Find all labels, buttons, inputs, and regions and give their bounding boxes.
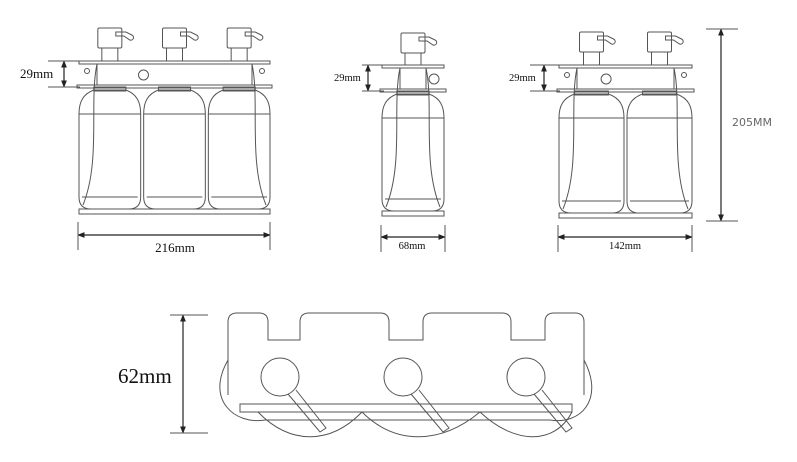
pump-stem [404, 52, 422, 66]
top-view-outline [227, 312, 585, 395]
bottle-outline [78, 89, 142, 210]
pump-circle-1 [260, 357, 300, 397]
side-strap-left [562, 67, 578, 210]
pump-nozzle [665, 35, 684, 45]
base-plate [381, 210, 445, 217]
unit3-height-label: 205MM [732, 116, 772, 129]
top-view-bottle-arcs [257, 411, 573, 438]
pump-stem [583, 51, 600, 66]
side-strap-left [82, 63, 98, 206]
bottle-neck [574, 90, 609, 96]
unit2-width-label: 68mm [399, 241, 426, 252]
base-plate [558, 212, 693, 219]
pump-lever-1 [287, 389, 327, 433]
side-strap-right [673, 67, 689, 210]
top-view [170, 312, 593, 438]
bottle-outline [558, 93, 625, 214]
mount-hole-right [259, 68, 265, 74]
pump-stem [101, 47, 119, 62]
bottle-outline [626, 93, 693, 214]
bottle-neck [157, 86, 192, 92]
pump-nozzle [115, 31, 134, 41]
screw-hole-icon [600, 73, 612, 85]
mount-hole-left [564, 72, 570, 78]
screw-hole-icon [138, 69, 149, 81]
pump-head [226, 27, 252, 49]
side-strap-left [385, 67, 401, 208]
mount-hole-right [681, 72, 687, 78]
double-dispenser [530, 28, 738, 252]
pump-head [97, 27, 123, 49]
pump-stem [651, 51, 668, 66]
pump-nozzle [244, 31, 264, 41]
pump-nozzle [597, 35, 616, 45]
pump-head [162, 27, 187, 49]
pump-head [400, 32, 426, 54]
screw-hole-icon [428, 73, 440, 85]
triple-dispenser [48, 27, 273, 250]
pump-stem [230, 47, 248, 62]
bottle-neck [396, 90, 430, 96]
pump-nozzle [180, 31, 199, 41]
base-plate [78, 208, 271, 215]
side-strap-right [251, 63, 267, 206]
bottle-neck [642, 90, 677, 96]
single-dispenser [362, 32, 447, 252]
top-view-back-curve [219, 359, 593, 422]
bottle-neck [222, 86, 256, 92]
bracket-back-plate [399, 67, 427, 90]
bottle-neck [93, 86, 127, 92]
unit1-bracket-height-label: 29mm [20, 66, 53, 81]
pump-lever-3 [533, 389, 573, 433]
pump-head [579, 31, 604, 53]
top-view-rail [239, 403, 573, 413]
unit2-bracket-height-label: 29mm [334, 73, 361, 84]
pump-head [647, 31, 672, 53]
unit1-width-label: 216mm [155, 240, 195, 255]
mount-hole-left [84, 68, 90, 74]
bottle-outline [381, 93, 445, 212]
bracket-back-plate [576, 67, 675, 90]
bracket-back-plate [96, 63, 253, 86]
side-strap-right [425, 67, 441, 208]
top-view-depth-label: 62mm [118, 364, 172, 388]
unit3-bracket-height-label: 29mm [509, 73, 536, 84]
unit3-width-label: 142mm [609, 241, 641, 252]
bottle-outline [143, 89, 206, 210]
pump-nozzle [418, 36, 438, 46]
pump-circle-3 [506, 357, 546, 397]
pump-lever-2 [410, 389, 450, 433]
pump-stem [166, 47, 183, 62]
drawing-layer [48, 27, 738, 438]
bottle-outline [207, 89, 271, 210]
pump-circle-2 [383, 357, 423, 397]
